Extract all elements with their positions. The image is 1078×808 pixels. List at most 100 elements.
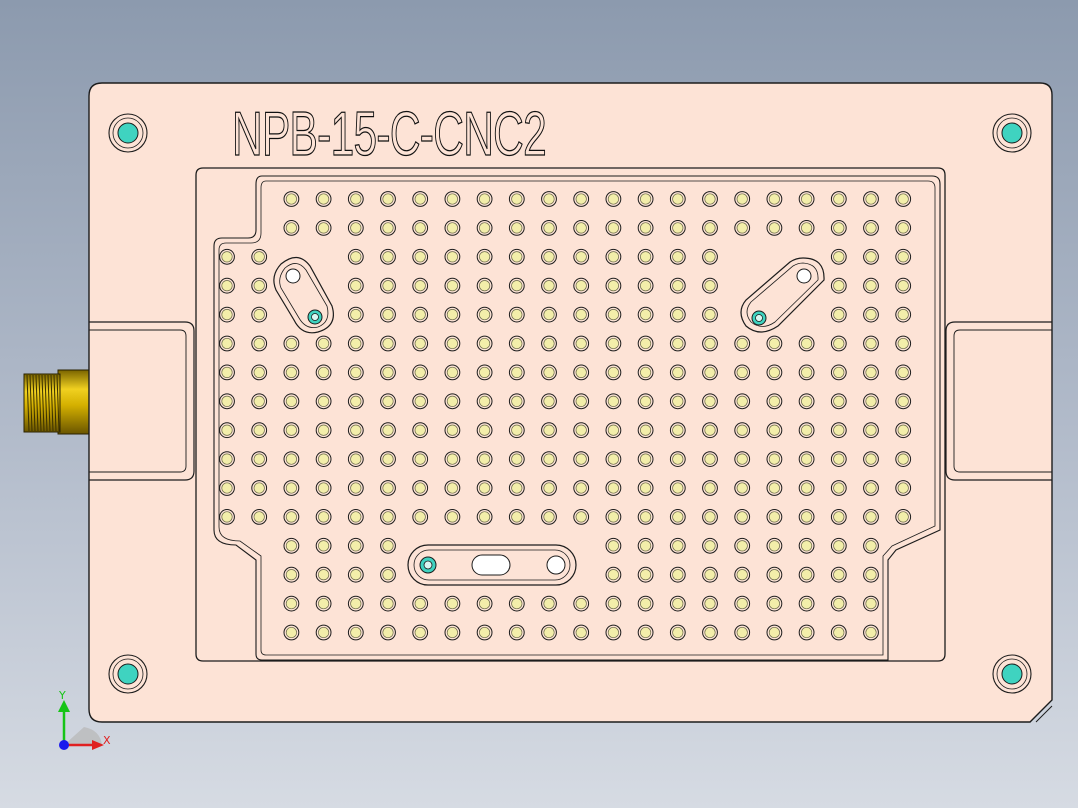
probe-hole-core — [865, 395, 877, 407]
probe-hole-core — [350, 598, 362, 610]
probe-hole-core — [897, 511, 909, 523]
probe-hole-core — [382, 337, 394, 350]
probe-hole-core — [446, 337, 458, 350]
probe-hole-core — [672, 540, 684, 552]
probe-hole-core — [382, 251, 394, 263]
probe-hole-core — [736, 337, 748, 350]
probe-hole-core — [543, 280, 555, 292]
probe-hole-core — [704, 193, 716, 205]
probe-hole-core — [382, 366, 394, 378]
probe-hole-core — [221, 395, 233, 407]
corner-pin-icon — [992, 654, 1032, 694]
probe-hole-core — [414, 366, 426, 378]
probe-hole-core — [382, 424, 394, 436]
probe-hole-core — [253, 453, 265, 465]
probe-hole-core — [446, 511, 458, 523]
probe-hole-core — [672, 511, 684, 523]
probe-hole-core — [672, 280, 684, 292]
probe-hole-core — [736, 424, 748, 436]
probe-hole-core — [640, 511, 652, 523]
probe-hole-core — [607, 222, 619, 234]
slot-icon — [407, 544, 577, 586]
probe-hole-core — [575, 251, 587, 263]
probe-hole-core — [704, 337, 716, 350]
probe-hole-core — [414, 309, 426, 321]
probe-hole-core — [350, 337, 362, 350]
probe-hole-core — [253, 511, 265, 523]
probe-hole-core — [414, 251, 426, 263]
probe-hole-core — [285, 511, 297, 523]
probe-hole-core — [897, 337, 909, 350]
probe-hole-core — [221, 453, 233, 465]
probe-hole-core — [768, 626, 780, 639]
probe-hole-core — [575, 222, 587, 234]
probe-hole-core — [575, 366, 587, 378]
probe-hole-core — [575, 193, 587, 205]
probe-hole-core — [801, 540, 813, 552]
probe-hole-core — [736, 222, 748, 234]
probe-hole-core — [865, 424, 877, 436]
probe-hole-core — [350, 280, 362, 292]
probe-hole-core — [768, 569, 780, 581]
probe-hole-core — [318, 395, 330, 407]
probe-hole-core — [736, 193, 748, 205]
probe-hole-core — [736, 366, 748, 378]
probe-hole-core — [446, 626, 458, 639]
corner-pin-icon — [108, 113, 148, 153]
probe-hole-core — [543, 626, 555, 639]
probe-hole-core — [253, 280, 265, 292]
probe-hole-core — [318, 424, 330, 436]
probe-hole-core — [897, 395, 909, 407]
slot-icon — [273, 256, 334, 334]
slot-icon — [740, 257, 825, 333]
probe-hole-core — [704, 482, 716, 494]
probe-hole-core — [833, 482, 845, 494]
probe-hole-core — [704, 309, 716, 321]
probe-hole-core — [672, 309, 684, 321]
probe-hole-core — [285, 598, 297, 610]
probe-hole-core — [736, 540, 748, 552]
probe-hole-core — [672, 626, 684, 639]
probe-hole-core — [801, 424, 813, 436]
probe-hole-core — [446, 453, 458, 465]
probe-hole-core — [704, 540, 716, 552]
probe-hole-core — [865, 511, 877, 523]
probe-hole-core — [543, 424, 555, 436]
probe-hole-core — [672, 337, 684, 350]
probe-hole-core — [575, 598, 587, 610]
probe-hole-core — [704, 511, 716, 523]
probe-hole-core — [897, 366, 909, 378]
probe-hole-core — [640, 193, 652, 205]
probe-hole-core — [221, 511, 233, 523]
probe-hole-core — [511, 626, 523, 639]
probe-hole-core — [607, 337, 619, 350]
probe-hole-core — [285, 482, 297, 494]
probe-hole-core — [640, 251, 652, 263]
probe-hole-core — [318, 511, 330, 523]
probe-hole-core — [575, 482, 587, 494]
probe-hole-core — [511, 337, 523, 350]
probe-hole-core — [865, 626, 877, 639]
probe-hole-core — [479, 251, 491, 263]
probe-hole-core — [640, 453, 652, 465]
probe-hole-core — [640, 309, 652, 321]
probe-hole-core — [833, 569, 845, 581]
probe-hole-core — [801, 569, 813, 581]
probe-hole-core — [640, 337, 652, 350]
probe-hole-core — [446, 309, 458, 321]
probe-hole-core — [607, 598, 619, 610]
probe-hole-core — [704, 366, 716, 378]
probe-hole-core — [640, 626, 652, 639]
probe-hole-core — [865, 337, 877, 350]
probe-hole-core — [640, 366, 652, 378]
probe-hole-core — [768, 598, 780, 610]
probe-hole-core — [446, 280, 458, 292]
corner-pin-icon — [108, 654, 148, 694]
probe-hole-core — [672, 453, 684, 465]
probe-hole-core — [607, 453, 619, 465]
probe-hole-core — [897, 222, 909, 234]
probe-hole-core — [511, 511, 523, 523]
probe-hole-core — [414, 337, 426, 350]
probe-hole-core — [479, 395, 491, 407]
